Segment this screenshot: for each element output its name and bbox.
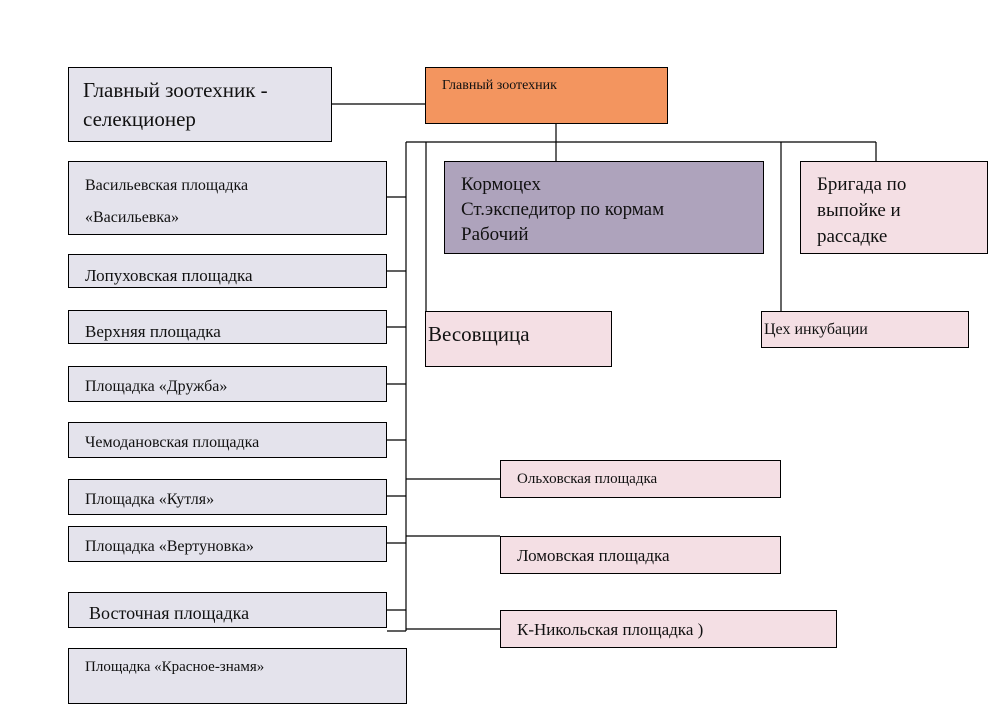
site-box-druzhba: Площадка «Дружба»: [68, 366, 387, 402]
site-label: Чемодановская площадка: [85, 434, 260, 451]
feed-shop-label: Кормоцех Ст.экспедитор по кормам Рабочий: [461, 174, 665, 245]
feed-shop-box: Кормоцех Ст.экспедитор по кормам Рабочий: [444, 161, 764, 254]
incubation-label: Цех инкубации: [764, 321, 868, 338]
site-label: Верхняя площадка: [85, 322, 221, 341]
weigher-box: Весовщица: [425, 311, 612, 367]
selection-zootechnician-label: Главный зоотехник - селекционер: [83, 78, 268, 131]
incubation-box: Цех инкубации: [761, 311, 969, 348]
site-label: Лопуховская площадка: [85, 266, 253, 285]
site-box-kutlya: Площадка «Кутля»: [68, 479, 387, 515]
site-box-vostochnaya: Восточная площадка: [68, 592, 387, 628]
brigade-box: Бригада по выпойке и рассадке: [800, 161, 988, 254]
weigher-label: Весовщица: [428, 322, 530, 346]
site-label: Васильевская площадка «Васильевка»: [85, 177, 249, 226]
site-label: Площадка «Кутля»: [85, 491, 215, 508]
site-box-olkhovskaya: Ольховская площадка: [500, 460, 781, 498]
brigade-label: Бригада по выпойке и рассадке: [817, 174, 907, 247]
chief-zootechnician-box: Главный зоотехник: [425, 67, 668, 124]
site-label: Площадка «Вертуновка»: [85, 538, 254, 555]
site-label: Ольховская площадка: [517, 471, 658, 487]
site-box-vasilyevka: Васильевская площадка «Васильевка»: [68, 161, 387, 235]
site-box-lomovskaya: Ломовская площадка: [500, 536, 781, 574]
site-box-lopukhovskaya: Лопуховская площадка: [68, 254, 387, 288]
selection-zootechnician-box: Главный зоотехник - селекционер: [68, 67, 332, 142]
site-box-chemodanovskaya: Чемодановская площадка: [68, 422, 387, 458]
site-box-krasnoe-znamya: Площадка «Красное-знамя»: [68, 648, 407, 704]
site-box-k-nikolskaya: К-Никольская площадка ): [500, 610, 837, 648]
site-label: Восточная площадка: [89, 603, 250, 623]
site-label: Площадка «Дружба»: [85, 378, 228, 395]
site-label: Площадка «Красное-знамя»: [85, 659, 265, 675]
site-box-vertunovka: Площадка «Вертуновка»: [68, 526, 387, 562]
chief-zootechnician-label: Главный зоотехник: [442, 78, 557, 93]
site-box-verkhnyaya: Верхняя площадка: [68, 310, 387, 344]
site-label: Ломовская площадка: [517, 546, 670, 565]
site-label: К-Никольская площадка ): [517, 620, 704, 639]
